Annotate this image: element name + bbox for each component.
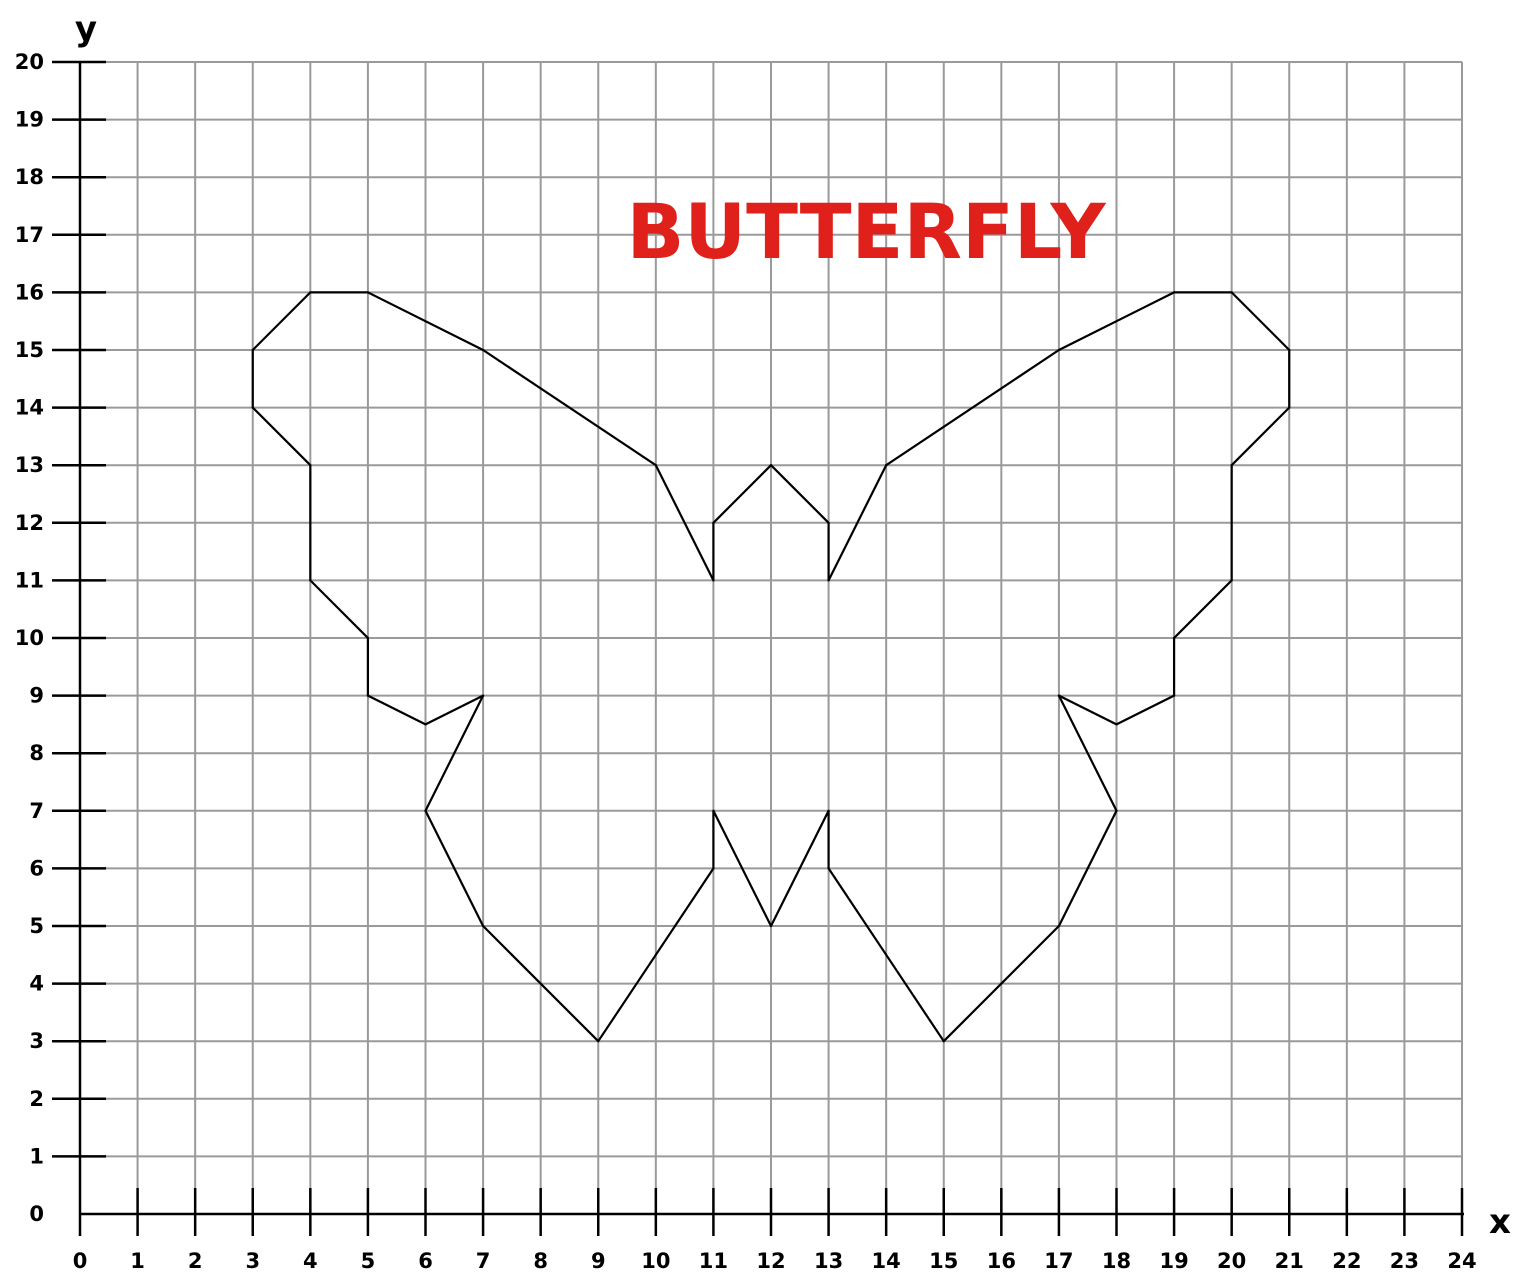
y-tick-label: 5 bbox=[29, 914, 44, 938]
outline-segment bbox=[368, 696, 426, 725]
x-tick-label: 20 bbox=[1217, 1249, 1246, 1273]
x-tick-label: 9 bbox=[591, 1249, 606, 1273]
outline-segment bbox=[426, 696, 484, 725]
x-tick-label: 11 bbox=[699, 1249, 728, 1273]
outline-segment bbox=[512, 955, 598, 1041]
y-axis-label: y bbox=[75, 9, 97, 49]
x-tick-label: 18 bbox=[1102, 1249, 1131, 1273]
y-tick-label: 2 bbox=[29, 1087, 44, 1111]
y-tick-label: 20 bbox=[15, 50, 44, 74]
x-tick-label: 4 bbox=[303, 1249, 318, 1273]
x-tick-label: 5 bbox=[361, 1249, 376, 1273]
x-tick-label: 16 bbox=[987, 1249, 1016, 1273]
chart-title: BUTTERFLY bbox=[626, 187, 1106, 276]
x-axis-label: x bbox=[1489, 1202, 1511, 1242]
x-tick-label: 6 bbox=[418, 1249, 433, 1273]
y-tick-label: 13 bbox=[15, 453, 44, 477]
outline-segment bbox=[253, 292, 311, 350]
y-tick-label: 0 bbox=[29, 1202, 44, 1226]
x-tick-label: 21 bbox=[1275, 1249, 1304, 1273]
x-tick-label: 14 bbox=[872, 1249, 901, 1273]
x-tick-label: 0 bbox=[73, 1249, 88, 1273]
y-tick-label: 17 bbox=[15, 223, 44, 247]
x-tick-label: 12 bbox=[756, 1249, 785, 1273]
outline-segment bbox=[1059, 696, 1117, 725]
outline-segment bbox=[1232, 292, 1290, 350]
y-tick-label: 9 bbox=[29, 684, 44, 708]
x-tick-label: 24 bbox=[1447, 1249, 1476, 1273]
outline-segment bbox=[426, 811, 455, 869]
x-tick-label: 23 bbox=[1390, 1249, 1419, 1273]
outline-segment bbox=[310, 580, 368, 638]
y-tick-label: 3 bbox=[29, 1029, 44, 1053]
outline-segment bbox=[800, 811, 829, 869]
x-tick-label: 2 bbox=[188, 1249, 203, 1273]
x-tick-label: 1 bbox=[130, 1249, 145, 1273]
y-tick-label: 6 bbox=[29, 856, 44, 880]
x-tick-label: 7 bbox=[476, 1249, 491, 1273]
x-tick-label: 10 bbox=[641, 1249, 670, 1273]
y-tick-label: 19 bbox=[15, 108, 44, 132]
y-tick-label: 1 bbox=[29, 1144, 44, 1168]
x-tick-label: 22 bbox=[1332, 1249, 1361, 1273]
outline-segment bbox=[1174, 580, 1232, 638]
y-tick-label: 14 bbox=[15, 396, 44, 420]
outline-segment bbox=[771, 465, 829, 523]
y-tick-label: 11 bbox=[15, 568, 44, 592]
y-tick-label: 12 bbox=[15, 511, 44, 535]
outline-segment bbox=[253, 408, 311, 466]
outline-segment bbox=[454, 868, 483, 926]
x-tick-label: 19 bbox=[1159, 1249, 1188, 1273]
y-tick-label: 15 bbox=[15, 338, 44, 362]
outline-segment bbox=[483, 926, 512, 955]
x-tick-label: 3 bbox=[245, 1249, 260, 1273]
outline-segment bbox=[771, 868, 800, 926]
x-tick-label: 8 bbox=[533, 1249, 548, 1273]
y-tick-label: 16 bbox=[15, 280, 44, 304]
x-tick-label: 15 bbox=[929, 1249, 958, 1273]
x-tick-label: 17 bbox=[1044, 1249, 1073, 1273]
outline-segment bbox=[1117, 696, 1175, 725]
x-tick-label: 13 bbox=[814, 1249, 843, 1273]
y-tick-label: 8 bbox=[29, 741, 44, 765]
outline-segment bbox=[1232, 408, 1290, 466]
y-tick-label: 4 bbox=[29, 972, 44, 996]
outline-segment bbox=[713, 465, 771, 523]
y-tick-label: 10 bbox=[15, 626, 44, 650]
y-tick-label: 7 bbox=[29, 799, 44, 823]
y-tick-label: 18 bbox=[15, 165, 44, 189]
